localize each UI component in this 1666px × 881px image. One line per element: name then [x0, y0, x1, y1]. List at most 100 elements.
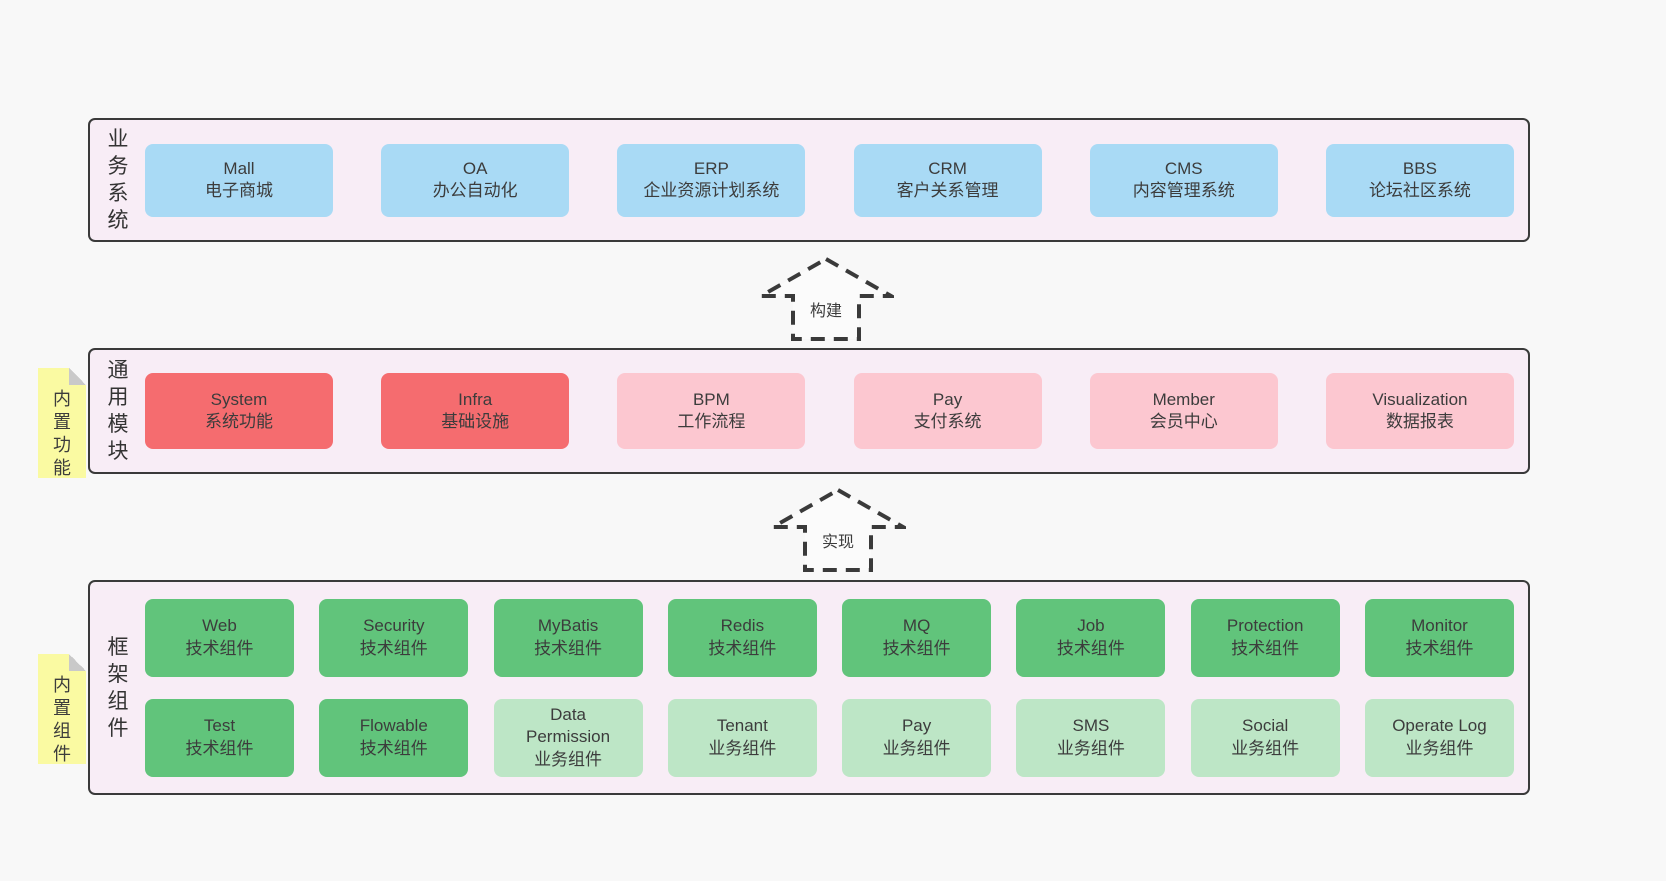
box-test: Test 技术组件 — [145, 698, 294, 777]
business-systems-label: 业务系统 — [107, 128, 129, 232]
box-title: Operate Log — [1392, 716, 1487, 736]
components-row-2: Test 技术组件 Flowable 技术组件 Data Permission … — [145, 698, 1514, 777]
common-modules-label: 通用模块 — [107, 359, 129, 463]
box-bbs: BBS 论坛社区系统 — [1325, 143, 1514, 217]
box-title: CRM — [928, 158, 967, 178]
box-subtitle: 企业资源计划系统 — [643, 181, 780, 200]
box-title: Pay — [901, 716, 932, 736]
box-redis: Redis 技术组件 — [667, 598, 817, 677]
box-subtitle: 业务组件 — [1231, 738, 1300, 758]
business-systems-panel: 业务系统 Mall 电子商城 OA 办公自动化 ERP 企业资源计划系统 CRM… — [88, 118, 1530, 242]
builtin-features-note-label: 内置功能 — [53, 389, 71, 478]
box-subtitle: 客户关系管理 — [896, 181, 999, 200]
framework-components-panel: 框架组件 Web 技术组件 Security 技术组件 MyBatis 技术组件… — [88, 580, 1530, 795]
box-infra: Infra 基础设施 — [381, 373, 570, 449]
box-subtitle: 技术组件 — [1405, 638, 1474, 658]
build-arrow-icon: 构建 — [758, 256, 894, 342]
box-title: Mall — [223, 158, 255, 178]
box-subtitle: 办公自动化 — [432, 181, 518, 200]
build-arrow-label: 构建 — [806, 297, 846, 321]
box-title: Security — [363, 616, 425, 636]
box-subtitle: 技术组件 — [534, 638, 603, 658]
box-title: BBS — [1402, 158, 1437, 178]
box-title: MQ — [902, 616, 931, 636]
builtin-components-note-label: 内置组件 — [53, 675, 71, 764]
framework-components-content: Web 技术组件 Security 技术组件 MyBatis 技术组件 Redi… — [131, 582, 1528, 793]
box-oa: OA 办公自动化 — [381, 143, 570, 217]
box-subtitle: 技术组件 — [1231, 638, 1300, 658]
box-member: Member 会员中心 — [1089, 373, 1278, 449]
box-subtitle: 业务组件 — [882, 738, 951, 758]
builtin-features-note: 内置功能 — [38, 368, 86, 478]
box-mybatis: MyBatis 技术组件 — [493, 598, 643, 677]
box-subtitle: 数据报表 — [1385, 412, 1454, 431]
box-subtitle: 工作流程 — [677, 412, 746, 431]
box-title: Visualization — [1372, 389, 1468, 409]
box-pay-component: Pay 业务组件 — [842, 698, 992, 777]
box-subtitle: 技术组件 — [882, 638, 951, 658]
business-systems-content: Mall 电子商城 OA 办公自动化 ERP 企业资源计划系统 CRM 客户关系… — [131, 120, 1528, 240]
box-title: Data Permission — [526, 704, 611, 747]
box-title: Protection — [1226, 616, 1304, 636]
box-sms: SMS 业务组件 — [1016, 698, 1166, 777]
box-operate-log: Operate Log 业务组件 — [1364, 698, 1514, 777]
box-protection: Protection 技术组件 — [1190, 598, 1340, 677]
common-modules-panel: 通用模块 System 系统功能 Infra 基础设施 BPM 工作流程 Pay… — [88, 348, 1530, 474]
box-subtitle: 技术组件 — [708, 638, 777, 658]
box-erp: ERP 企业资源计划系统 — [617, 143, 806, 217]
box-mall: Mall 电子商城 — [145, 143, 333, 217]
framework-components-label: 框架组件 — [107, 635, 129, 740]
box-subtitle: 业务组件 — [1405, 738, 1474, 758]
box-title: Monitor — [1411, 616, 1468, 636]
box-subtitle: 支付系统 — [913, 412, 982, 431]
box-title: Job — [1077, 616, 1105, 636]
box-subtitle: 技术组件 — [359, 638, 428, 658]
box-title: OA — [462, 158, 488, 178]
box-title: Infra — [458, 389, 493, 409]
box-title: Pay — [932, 389, 963, 409]
box-title: Flowable — [359, 716, 428, 736]
box-monitor: Monitor 技术组件 — [1364, 598, 1514, 677]
box-subtitle: 技术组件 — [185, 738, 254, 758]
box-flowable: Flowable 技术组件 — [319, 698, 469, 777]
box-cms: CMS 内容管理系统 — [1089, 143, 1278, 217]
box-visualization: Visualization 数据报表 — [1325, 373, 1514, 449]
box-subtitle: 技术组件 — [359, 738, 428, 758]
box-subtitle: 技术组件 — [1056, 638, 1125, 658]
box-subtitle: 技术组件 — [185, 638, 254, 658]
box-web: Web 技术组件 — [145, 598, 294, 677]
box-title: Tenant — [716, 716, 768, 736]
box-subtitle: 会员中心 — [1149, 412, 1218, 431]
implement-arrow-label: 实现 — [818, 528, 858, 552]
box-tenant: Tenant 业务组件 — [667, 698, 817, 777]
box-data-permission: Data Permission 业务组件 — [493, 698, 643, 777]
box-title: Member — [1152, 389, 1215, 409]
box-subtitle: 业务组件 — [708, 738, 777, 758]
box-subtitle: 业务组件 — [1056, 738, 1125, 758]
box-system: System 系统功能 — [145, 373, 333, 449]
box-title: ERP — [693, 158, 729, 178]
components-row-1: Web 技术组件 Security 技术组件 MyBatis 技术组件 Redi… — [145, 598, 1514, 677]
box-subtitle: 论坛社区系统 — [1368, 181, 1471, 200]
box-social: Social 业务组件 — [1190, 698, 1340, 777]
box-title: Web — [202, 616, 237, 636]
box-subtitle: 电子商城 — [205, 181, 273, 200]
box-security: Security 技术组件 — [319, 598, 469, 677]
common-modules-content: System 系统功能 Infra 基础设施 BPM 工作流程 Pay 支付系统… — [131, 350, 1528, 472]
box-title: Social — [1242, 716, 1289, 736]
implement-arrow-icon: 实现 — [770, 487, 906, 573]
box-title: Test — [203, 716, 236, 736]
box-crm: CRM 客户关系管理 — [853, 143, 1042, 217]
box-title: Redis — [720, 616, 765, 636]
box-title: System — [210, 389, 268, 409]
box-title: MyBatis — [537, 616, 599, 636]
box-pay-module: Pay 支付系统 — [853, 373, 1042, 449]
box-subtitle: 内容管理系统 — [1132, 181, 1235, 200]
box-subtitle: 系统功能 — [205, 412, 273, 431]
box-mq: MQ 技术组件 — [842, 598, 992, 677]
box-title: SMS — [1072, 716, 1110, 736]
box-title: BPM — [692, 389, 730, 409]
box-title: CMS — [1164, 158, 1203, 178]
box-subtitle: 业务组件 — [534, 749, 603, 769]
box-subtitle: 基础设施 — [441, 412, 510, 431]
